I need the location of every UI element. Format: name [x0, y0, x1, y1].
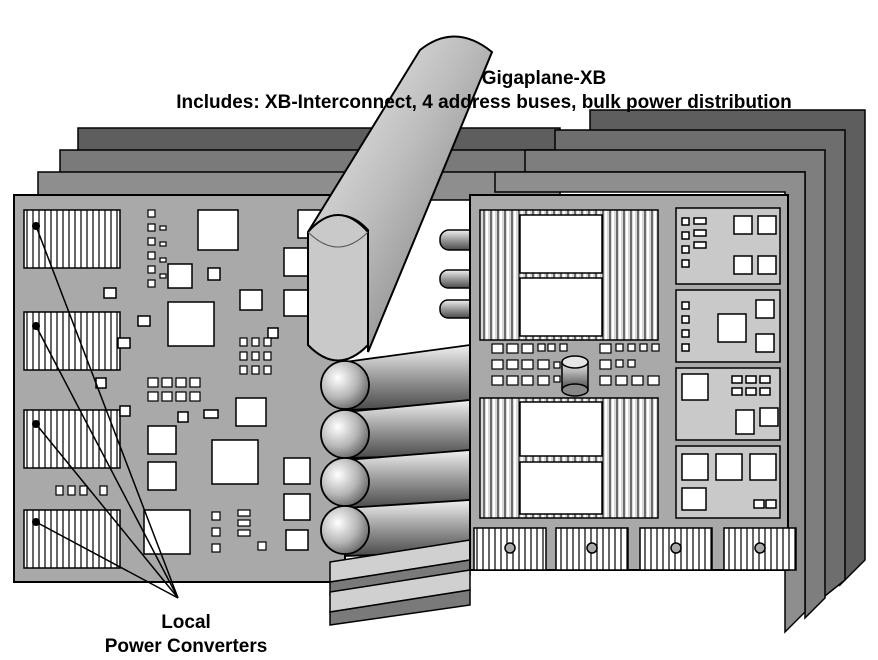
- memory-module-4: [675, 445, 781, 519]
- left-board-stack: [37, 127, 561, 201]
- diagram-title: Gigaplane-XB: [482, 68, 607, 89]
- right-system-board: [469, 194, 797, 571]
- memory-module-3: [675, 367, 781, 441]
- right-board-stack: [494, 109, 866, 634]
- memory-module-1: [675, 207, 781, 285]
- callout-label-line1: Local: [161, 612, 211, 633]
- small-components: [55, 209, 272, 553]
- center-cylinder: [561, 355, 589, 397]
- gigaplane-xb-tube: [307, 35, 494, 362]
- left-system-board: [13, 194, 346, 583]
- right-power-converters: [473, 527, 797, 571]
- power-converter-3: [23, 409, 121, 469]
- cpu-module-top: [479, 209, 659, 341]
- board-chips: [95, 209, 329, 555]
- bulk-power-bars: [329, 539, 471, 626]
- callout-label-line2: Power Converters: [105, 636, 268, 657]
- diagram-subtitle: Includes: XB-Interconnect, 4 address bus…: [176, 92, 792, 113]
- address-buses: [320, 343, 471, 557]
- power-converter-1: [23, 209, 121, 269]
- callout-lines: [35, 225, 179, 599]
- center-chip-band: [491, 343, 660, 386]
- memory-module-2: [675, 289, 781, 363]
- cpu-module-bottom: [479, 397, 659, 519]
